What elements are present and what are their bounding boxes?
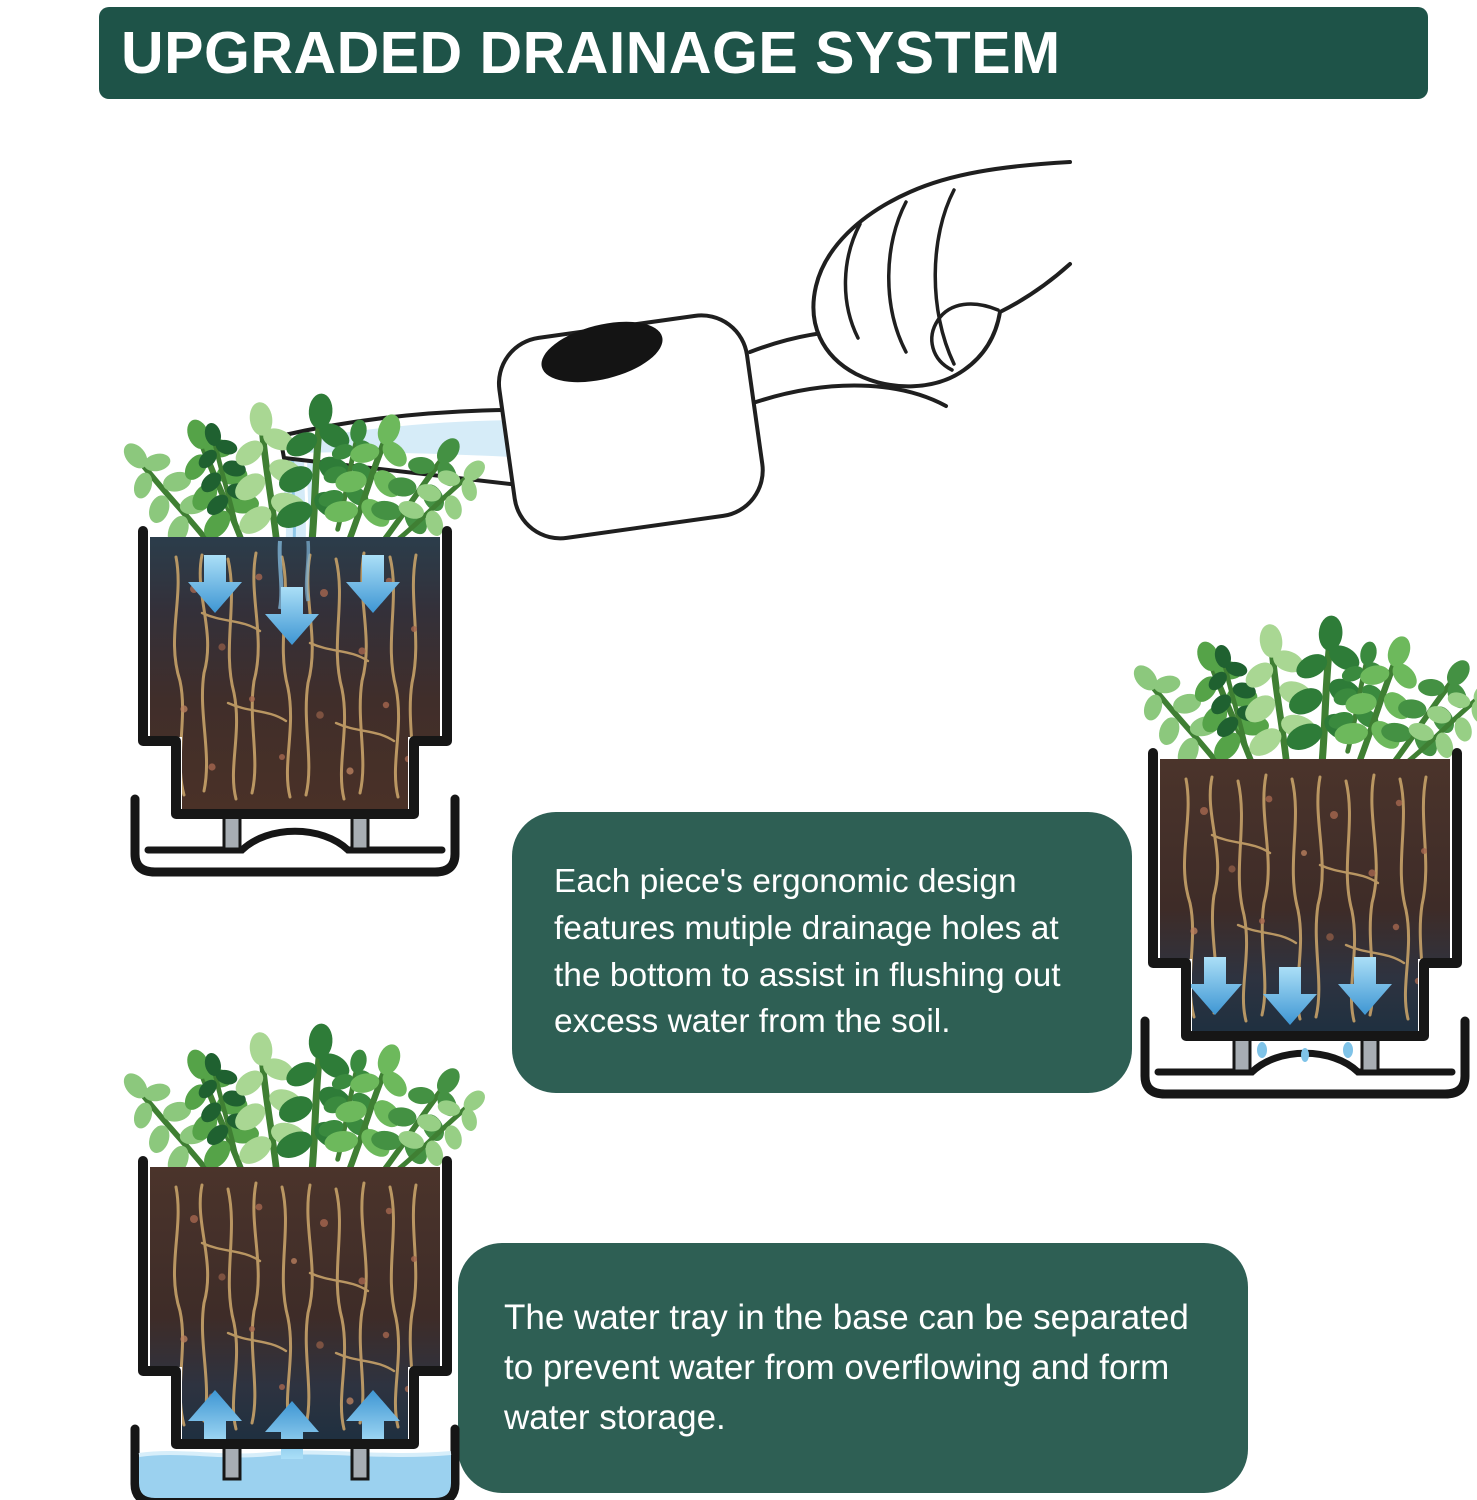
can-opening bbox=[541, 321, 663, 383]
water-drips bbox=[1257, 1042, 1353, 1062]
callout-drainage-holes-text: Each piece's ergonomic design features m… bbox=[554, 862, 1061, 1041]
drainage-peg bbox=[222, 813, 242, 851]
page-title: UPGRADED DRAINAGE SYSTEM bbox=[121, 20, 1061, 86]
stored-water bbox=[138, 1450, 452, 1498]
callout-drainage-holes: Each piece's ergonomic design features m… bbox=[512, 812, 1132, 1093]
soil bbox=[1160, 759, 1450, 1032]
header-banner: UPGRADED DRAINAGE SYSTEM bbox=[99, 7, 1428, 99]
thumb-line bbox=[930, 302, 1000, 372]
finger-line bbox=[887, 200, 908, 354]
drainage-peg bbox=[350, 1443, 370, 1481]
drainage-peg bbox=[350, 813, 370, 851]
can-handle bbox=[754, 383, 948, 408]
soil bbox=[150, 1167, 440, 1440]
hand bbox=[811, 160, 1072, 389]
pot-cross-section-water-storage bbox=[130, 993, 460, 1500]
pot-outline bbox=[138, 1156, 452, 1449]
drainage-peg bbox=[222, 1443, 242, 1481]
pot-outline bbox=[1148, 748, 1462, 1041]
finger-line bbox=[843, 222, 862, 340]
pot-cross-section-top-watering bbox=[130, 363, 460, 883]
callout-water-tray-text: The water tray in the base can be separa… bbox=[504, 1298, 1189, 1437]
pot-cross-section-drainage bbox=[1140, 585, 1470, 1105]
drainage-peg bbox=[1232, 1035, 1252, 1073]
drainage-peg bbox=[1360, 1035, 1380, 1073]
soil bbox=[150, 537, 440, 810]
finger-line bbox=[933, 188, 956, 366]
pot-outline bbox=[138, 526, 452, 819]
callout-water-tray: The water tray in the base can be separa… bbox=[458, 1243, 1248, 1493]
